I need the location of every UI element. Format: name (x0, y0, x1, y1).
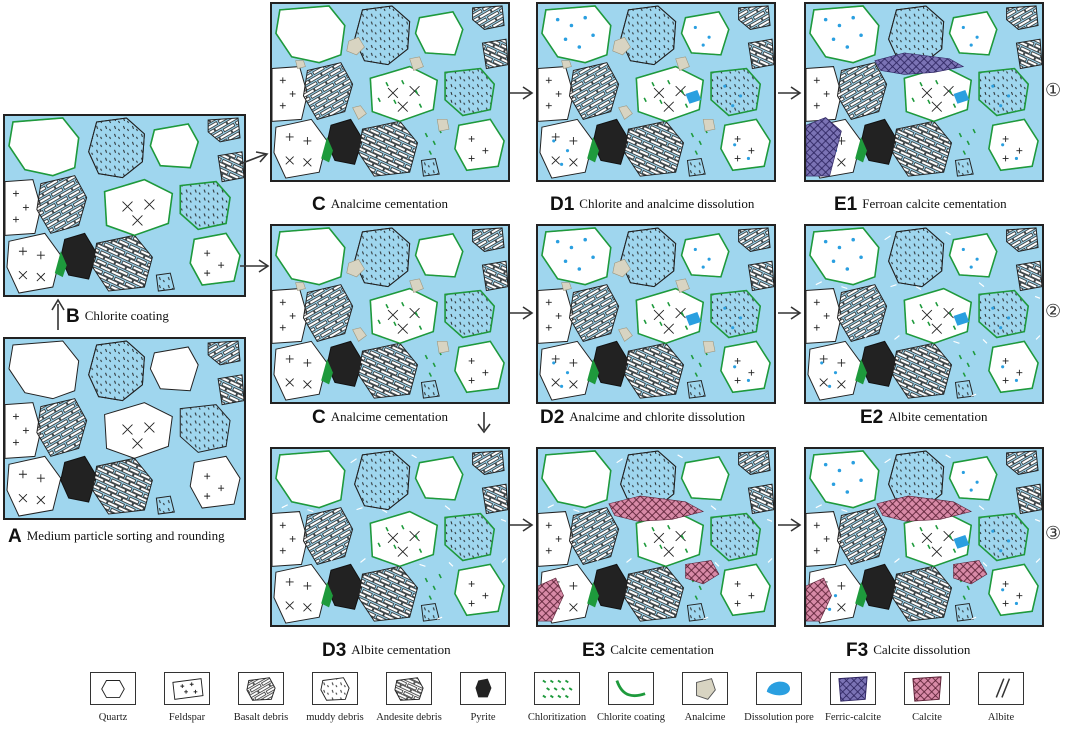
caption-e3-letter: E3 (582, 640, 606, 661)
caption-d2: D2 Analcime and chlorite dissolution (540, 407, 745, 429)
arrow-c1-to-d1 (510, 86, 534, 100)
basalt-debris-icon (246, 677, 276, 701)
path-number-1: ① (1045, 80, 1062, 101)
caption-c1: C Analcime cementation (312, 194, 448, 216)
feldspar-icon (172, 678, 204, 700)
legend-label-quartz: Quartz (98, 712, 128, 723)
caption-a-text: Medium particle sorting and rounding (26, 528, 225, 543)
albite-icon (995, 678, 1011, 698)
caption-b-letter: B (66, 306, 80, 327)
legend-label-muddy-debris: muddy debris (306, 712, 364, 723)
dissolution-pore-icon (766, 681, 790, 696)
arrow-d3-to-e3 (510, 518, 534, 532)
caption-b: B Chlorite coating (66, 306, 169, 328)
caption-e1-text: Ferroan calcite cementation (862, 196, 1007, 211)
legend-label-albite: Albite (987, 712, 1015, 723)
panel-f3 (804, 447, 1044, 627)
caption-a: A Medium particle sorting and rounding (8, 526, 225, 548)
caption-d3-text: Albite cementation (351, 642, 451, 657)
caption-d1: D1 Chlorite and analcime dissolution (550, 194, 754, 216)
legend-item-calcite: Calcite (894, 672, 964, 724)
legend-item-analcime: Analcime (672, 672, 742, 724)
analcime-icon (696, 678, 716, 700)
caption-c1-letter: C (312, 194, 326, 215)
ferric-calcite-icon (838, 676, 868, 702)
legend-label-feldspar: Feldspar (168, 712, 206, 723)
chlorite-coating-icon (615, 680, 646, 698)
caption-d2-letter: D2 (540, 407, 565, 428)
arrow-c2-to-d3 (477, 412, 491, 434)
panel-a (3, 337, 246, 520)
calcite-icon (912, 676, 942, 702)
panel-e3 (536, 447, 776, 627)
legend-item-muddy-debris: muddy debris (302, 672, 372, 724)
caption-e2: E2 Albite cementation (860, 407, 988, 429)
panel-e1 (804, 2, 1044, 182)
caption-c1-text: Analcime cementation (330, 196, 449, 211)
caption-f3: F3 Calcite dissolution (846, 640, 970, 662)
caption-f3-letter: F3 (846, 640, 869, 661)
panel-e2 (804, 224, 1044, 404)
muddy-debris-icon (320, 677, 350, 701)
chloritization-icon (542, 679, 573, 699)
caption-d1-letter: D1 (550, 194, 575, 215)
path-number-3: ③ (1045, 523, 1062, 544)
legend-label-basalt-debris: Basalt debris (233, 712, 289, 723)
legend-item-chlorite-coating: Chlorite coating (597, 672, 668, 724)
caption-e2-letter: E2 (860, 407, 884, 428)
panel-c2 (270, 224, 510, 404)
legend-item-albite: Albite (968, 672, 1038, 724)
caption-c2-text: Analcime cementation (330, 409, 449, 424)
legend-item-quartz: Quartz (80, 672, 150, 724)
arrow-c2-to-d2 (510, 306, 534, 320)
arrow-b-to-c1 (239, 151, 269, 165)
quartz-icon (101, 680, 125, 698)
caption-c2-letter: C (312, 407, 326, 428)
caption-e3: E3 Calcite cementation (582, 640, 714, 662)
panel-d1 (536, 2, 776, 182)
caption-e2-text: Albite cementation (888, 409, 988, 424)
caption-a-letter: A (8, 526, 22, 547)
legend-label-pyrite: Pyrite (470, 712, 496, 723)
arrow-e3-to-f3 (778, 518, 802, 532)
legend-label-chlorite-coating: Chlorite coating (597, 712, 665, 723)
caption-e1: E1 Ferroan calcite cementation (834, 194, 1007, 216)
legend-label-andesite-debris: Andesite debris (376, 712, 442, 723)
legend-label-ferric-calcite: Ferric-calcite (825, 712, 881, 723)
caption-e3-text: Calcite cementation (610, 642, 714, 657)
path-number-2: ② (1045, 301, 1062, 322)
legend-item-feldspar: Feldspar (154, 672, 224, 724)
caption-b-text: Chlorite coating (84, 308, 169, 323)
arrow-a-to-b (51, 298, 65, 330)
caption-e1-letter: E1 (834, 194, 858, 215)
caption-d1-text: Chlorite and analcime dissolution (579, 196, 755, 211)
legend-item-andesite-debris: Andesite debris (376, 672, 446, 724)
panel-b (3, 114, 246, 297)
legend-label-analcime: Analcime (684, 712, 726, 723)
caption-d3-letter: D3 (322, 640, 347, 661)
legend-item-pyrite: Pyrite (450, 672, 520, 724)
panel-c1 (270, 2, 510, 182)
legend-item-basalt-debris: Basalt debris (228, 672, 298, 724)
legend-item-chloritization: Chloritization (524, 672, 594, 724)
panel-d2 (536, 224, 776, 404)
caption-c2: C Analcime cementation (312, 407, 448, 429)
legend-label-dissolution-pore: Dissolution pore (744, 712, 814, 723)
andesite-debris-icon (394, 677, 424, 701)
legend-label-chloritization: Chloritization (527, 712, 587, 723)
caption-d2-text: Analcime and chlorite dissolution (569, 409, 746, 424)
legend-item-ferric-calcite: Ferric-calcite (820, 672, 890, 724)
arrow-d1-to-e1 (778, 86, 802, 100)
arrow-d2-to-e2 (778, 306, 802, 320)
pyrite-icon (475, 678, 492, 698)
caption-d3: D3 Albite cementation (322, 640, 451, 662)
legend-label-calcite: Calcite (912, 712, 942, 723)
legend: Quartz Feldspar Basalt debris muddy debr… (80, 672, 1040, 723)
panel-d3 (270, 447, 510, 627)
caption-f3-text: Calcite dissolution (873, 642, 971, 657)
legend-item-dissolution-pore: Dissolution pore (744, 672, 816, 724)
arrow-b-to-c2 (240, 259, 270, 273)
